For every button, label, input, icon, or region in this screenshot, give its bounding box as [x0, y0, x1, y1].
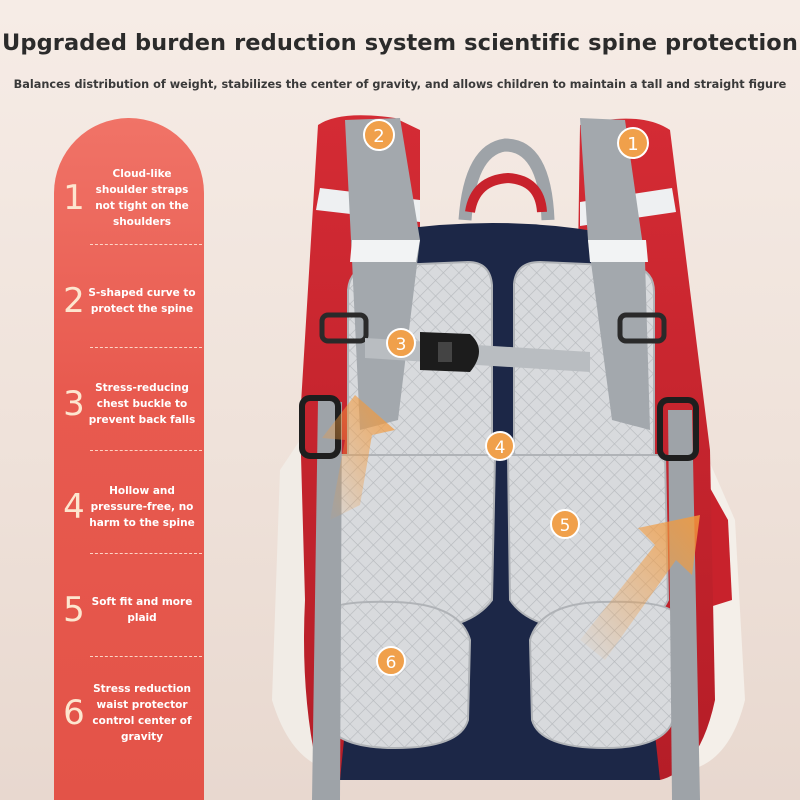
divider: [90, 450, 202, 451]
marker-2: 2: [363, 119, 395, 151]
marker-4: 4: [485, 431, 515, 461]
feature-item-2: 2 S-shaped curve to protect the spine: [54, 249, 204, 352]
marker-6: 6: [376, 646, 406, 676]
marker-4-label: 4: [495, 438, 506, 458]
feature-6-number: 6: [63, 692, 85, 733]
feature-4-text: Hollow and pressure-free, no harm to the…: [89, 484, 195, 529]
left-orange-arrow: [322, 395, 395, 520]
feature-4-number: 4: [63, 486, 85, 527]
divider: [90, 656, 202, 657]
divider: [90, 244, 202, 245]
feature-2-number: 2: [63, 280, 85, 321]
marker-6-label: 6: [386, 653, 397, 673]
marker-1-label: 1: [627, 134, 638, 155]
feature-5-text: Soft fit and more plaid: [91, 595, 193, 624]
feature-item-3: 3 Stress-reducing chest buckle to preven…: [54, 352, 204, 455]
page-title: Upgraded burden reduction system scienti…: [2, 30, 798, 56]
feature-5-number: 5: [63, 589, 85, 630]
feature-item-4: 4 Hollow and pressure-free, no harm to t…: [54, 455, 204, 558]
feature-6-text: Stress reduction waist protector control…: [92, 682, 192, 743]
feature-3-number: 3: [63, 383, 85, 424]
marker-3-label: 3: [396, 335, 407, 355]
feature-panel: 1 Cloud-like shoulder straps not tight o…: [54, 118, 204, 800]
feature-item-1: 1 Cloud-like shoulder straps not tight o…: [54, 146, 204, 249]
marker-5: 5: [550, 509, 580, 539]
top-handle: [458, 138, 555, 221]
marker-5-label: 5: [560, 516, 571, 536]
divider: [90, 347, 202, 348]
feature-3-text: Stress-reducing chest buckle to prevent …: [88, 381, 196, 426]
marker-1: 1: [617, 127, 649, 159]
divider: [90, 553, 202, 554]
feature-1-number: 1: [63, 177, 85, 218]
feature-1-text: Cloud-like shoulder straps not tight on …: [95, 167, 189, 228]
feature-item-6: 6 Stress reduction waist protector contr…: [54, 661, 204, 764]
marker-2-label: 2: [373, 126, 384, 147]
feature-item-5: 5 Soft fit and more plaid: [54, 558, 204, 661]
right-orange-arrow: [580, 515, 700, 660]
page-subtitle: Balances distribution of weight, stabili…: [13, 78, 787, 91]
marker-3: 3: [386, 328, 416, 358]
feature-2-text: S-shaped curve to protect the spine: [88, 286, 196, 315]
